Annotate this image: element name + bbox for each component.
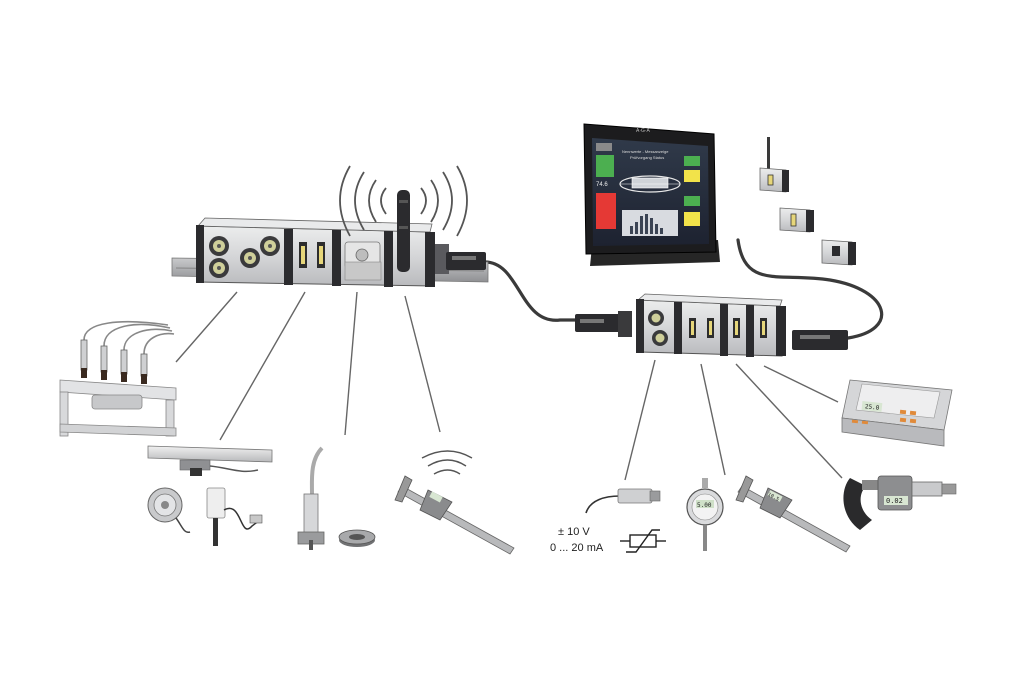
left-interface-module <box>171 165 489 287</box>
scale-display: 25.0 <box>865 403 880 412</box>
tablet-display: A·G·A Nennwerte - Messanzeige Prüfvorgan… <box>583 123 720 266</box>
right-module-cable-plug-right <box>792 330 848 350</box>
micrometer-display: 0.02 <box>886 497 903 505</box>
analog-voltage-label: ± 10 V <box>558 526 590 538</box>
screen-status-red <box>596 193 616 229</box>
leader-to-linear-scale <box>219 291 306 441</box>
antenna-icon <box>397 190 410 272</box>
cable-left-module-to-right-module <box>483 260 582 322</box>
right-round-connector-1 <box>648 310 664 326</box>
screen-status-gray <box>596 143 612 151</box>
wireless-transmitter-module <box>759 137 789 193</box>
leader-to-dial-gauge <box>700 363 726 476</box>
round-connector-3 <box>240 248 260 268</box>
leader-to-probe-rack <box>175 291 238 363</box>
leader-to-scale <box>763 365 839 403</box>
scale-buttons <box>851 409 917 425</box>
digital-caliper: 10.5 <box>735 475 851 553</box>
round-connector-4 <box>260 236 280 256</box>
tablet-title-line2: Prüfvorgang Status <box>630 155 664 160</box>
multi-probe-fixture <box>59 320 177 437</box>
round-connector-1 <box>209 236 229 256</box>
caliper-display: 10.5 <box>766 492 779 503</box>
screen-left-value: 74.6 <box>596 182 608 188</box>
leader-to-caliper <box>735 363 843 479</box>
caliper-wireless-icon <box>421 450 473 475</box>
digital-micrometer: 0.02 <box>843 475 957 530</box>
dial-gauge-display: 5.00 <box>697 502 712 509</box>
analog-sensor: ± 10 V 0 ... 20 mA <box>550 488 666 554</box>
pencil-probe <box>297 446 325 550</box>
digital-scale: 25.0 <box>841 379 953 447</box>
left-module-cable-plug <box>446 252 486 270</box>
right-round-connector-2 <box>652 330 668 346</box>
leader-to-probe <box>344 291 358 436</box>
small-port-module <box>779 207 814 233</box>
digital-dial-gauge: 5.00 <box>686 478 724 551</box>
leader-lines <box>175 291 843 481</box>
leader-to-wireless-caliper <box>404 295 441 433</box>
tablet-brand-label: A·G·A <box>636 128 651 134</box>
right-interface-module <box>575 293 848 357</box>
wireless-caliper <box>394 450 515 555</box>
tablet-title-line1: Nennwerte - Messanzeige <box>622 149 669 154</box>
small-connector-module <box>821 239 856 266</box>
leader-to-analog-sensor <box>624 359 656 481</box>
ring-gauge <box>338 529 376 547</box>
inductive-probe <box>206 487 263 546</box>
cables <box>483 238 884 340</box>
thermistor-symbol-icon <box>620 529 666 553</box>
cable-right-module-to-tablet <box>736 238 884 340</box>
round-connector-2 <box>209 258 229 278</box>
rotary-encoder <box>147 487 191 534</box>
analog-current-label: 0 ... 20 mA <box>550 542 604 554</box>
screen-status-green <box>596 155 614 177</box>
wireless-signal-icon <box>339 165 468 237</box>
linear-scale-sensor <box>147 445 273 476</box>
